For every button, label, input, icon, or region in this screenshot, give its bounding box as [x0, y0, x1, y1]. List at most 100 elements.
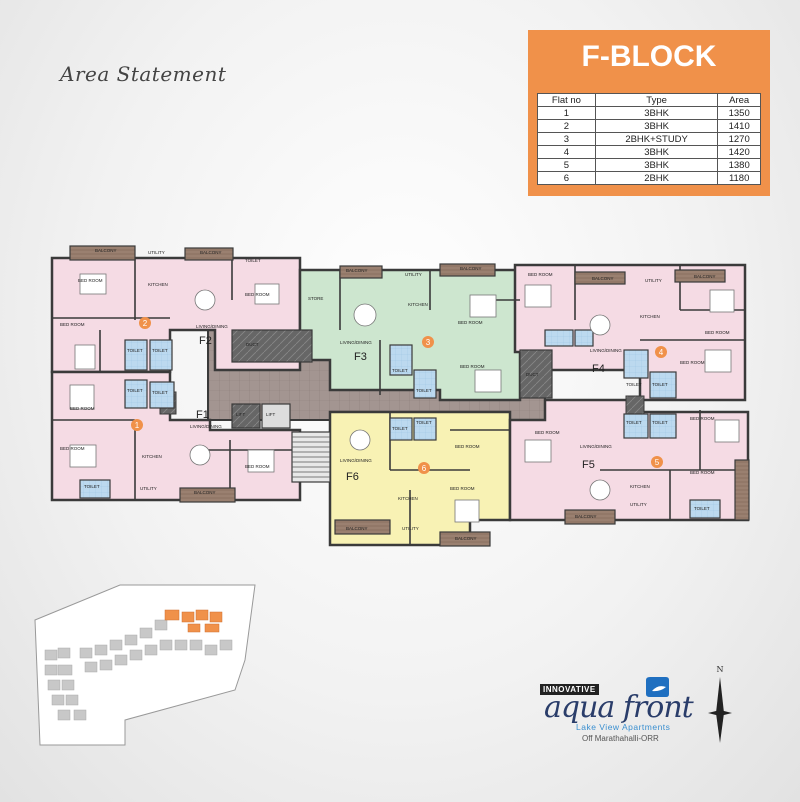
balconies	[69, 245, 750, 547]
flat-label-f2: F2	[199, 335, 212, 347]
flat-label-f6: F6	[346, 471, 359, 483]
room-label: KITCHEN	[630, 484, 650, 489]
duct-shaft-right	[519, 349, 553, 399]
duct-shaft	[231, 329, 313, 363]
room-label: STORE	[308, 296, 323, 301]
flat-number-markers: 1 2 3 4 5 6	[131, 317, 667, 474]
room-label: BED ROOM	[690, 416, 715, 421]
room-label: BALCONY	[575, 514, 597, 519]
area-table-header-row: Flat no Type Area	[537, 93, 761, 107]
room-label: BED ROOM	[680, 360, 705, 365]
room-label: BALCONY	[592, 276, 614, 281]
room-label: BED ROOM	[455, 444, 480, 449]
room-label: LIVING/DINING	[580, 444, 612, 449]
flat-label-f3: F3	[354, 351, 367, 363]
brand-name: aqua front	[544, 690, 694, 725]
area-statement-title: Area Statement	[60, 62, 227, 86]
room-label: KITCHEN	[408, 302, 428, 307]
room-label: KITCHEN	[398, 496, 418, 501]
lift-shaft-left	[231, 403, 261, 429]
room-label: TOILET	[626, 420, 642, 425]
room-label: LIVING/DINING	[340, 340, 372, 345]
room-label: BALCONY	[194, 490, 216, 495]
room-label: LIVING/DINING	[590, 348, 622, 353]
room-label: BED ROOM	[60, 446, 85, 451]
room-label: TOILET	[127, 388, 143, 393]
room-label: LIFT	[236, 412, 246, 417]
room-label: TOILET	[152, 390, 168, 395]
room-label: TOILET	[245, 258, 261, 263]
room-label: TOILET	[392, 426, 408, 431]
room-label: BALCONY	[346, 268, 368, 273]
room-label: UTILITY	[630, 502, 647, 507]
toilets	[79, 329, 721, 519]
room-label: BED ROOM	[458, 320, 483, 325]
room-label: KITCHEN	[142, 454, 162, 459]
flat-number-2: 2	[143, 319, 148, 328]
room-label: DUCT	[246, 342, 259, 347]
flat-number-6: 6	[422, 464, 427, 473]
room-label: KITCHEN	[640, 314, 660, 319]
room-label: UTILITY	[645, 278, 662, 283]
north-compass: N	[700, 665, 740, 745]
compass-arrow-icon	[708, 677, 732, 743]
furniture	[69, 273, 740, 523]
room-label: BALCONY	[95, 248, 117, 253]
room-label: TOILET	[652, 382, 668, 387]
room-label: BED ROOM	[60, 322, 85, 327]
room-label: BALCONY	[455, 536, 477, 541]
room-label: BALCONY	[460, 266, 482, 271]
site-buildings	[44, 619, 233, 721]
room-label: BED ROOM	[245, 292, 270, 297]
brand-logo: INNOVATIVE aqua front Lake View Apartmen…	[540, 676, 720, 748]
room-label: BALCONY	[694, 274, 716, 279]
type-cell: 2BHK	[594, 171, 719, 185]
flat-number-1: 1	[135, 421, 140, 430]
brand-innovative: INNOVATIVE	[540, 684, 599, 695]
flat-number-3: 3	[426, 338, 431, 347]
room-label: BED ROOM	[245, 464, 270, 469]
area-cell: 1180	[717, 171, 761, 185]
room-label: UTILITY	[402, 526, 419, 531]
room-label: LIVING/DINING	[340, 458, 372, 463]
room-label: BALCONY	[200, 250, 222, 255]
room-label: UTILITY	[405, 272, 422, 277]
room-label: BED ROOM	[690, 470, 715, 475]
room-label: TOILET	[392, 368, 408, 373]
brand-location: Off Marathahalli-ORR	[582, 734, 659, 743]
room-label: DUCT	[526, 372, 539, 377]
water-drop-icon	[646, 677, 669, 697]
staircase	[291, 431, 331, 483]
room-label: TOILET	[416, 420, 432, 425]
room-label: UTILITY	[148, 250, 165, 255]
room-label: KITCHEN	[148, 282, 168, 287]
room-label: LIFT	[266, 412, 276, 417]
room-label: TOILET	[416, 388, 432, 393]
room-label: BED ROOM	[70, 406, 95, 411]
room-label: BED ROOM	[528, 272, 553, 277]
f-block-highlight	[164, 609, 223, 633]
room-label: TOILET	[694, 506, 710, 511]
brand-tagline: Lake View Apartments	[576, 722, 671, 732]
room-label: TOILET	[127, 348, 143, 353]
room-label: LIVING/DINING	[196, 324, 228, 329]
flat-label-f4: F4	[592, 363, 605, 375]
room-label: LIVING/DINING	[190, 424, 222, 429]
room-label: UTILITY	[140, 486, 157, 491]
room-label: BED ROOM	[460, 364, 485, 369]
flat-label-f1: F1	[196, 409, 209, 421]
room-label: BED ROOM	[78, 278, 103, 283]
room-label: TOILET	[152, 348, 168, 353]
room-label: TOILET	[626, 382, 642, 387]
room-label: BED ROOM	[450, 486, 475, 491]
room-label: TOILET	[652, 420, 668, 425]
flat-label-f5: F5	[582, 459, 595, 471]
